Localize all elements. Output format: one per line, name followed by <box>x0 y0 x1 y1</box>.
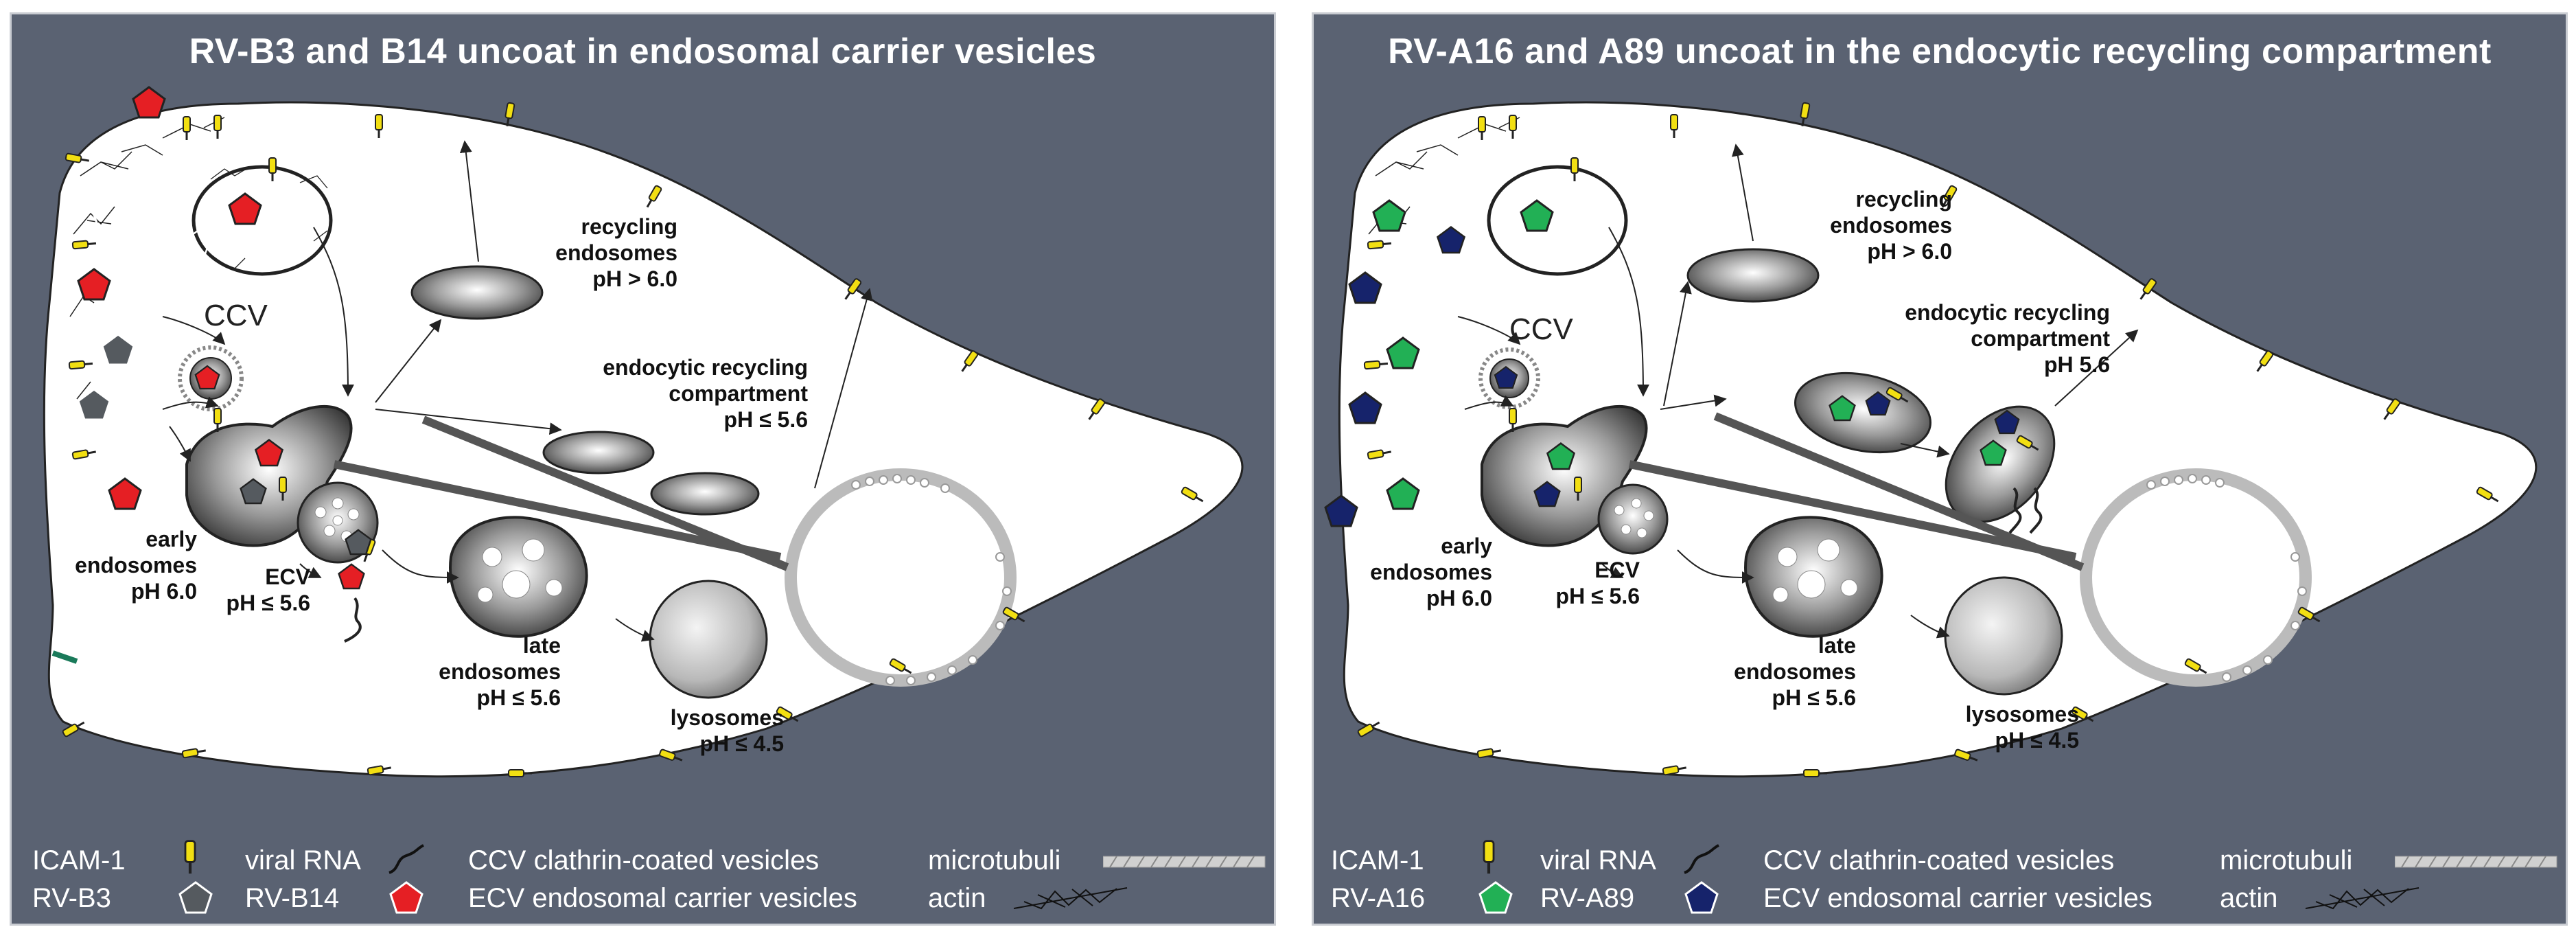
label-ecv: ECV pH ≤ 5.6 <box>1555 558 1640 608</box>
legend-ecv: ECV endosomal carrier vesicles <box>468 883 857 913</box>
label-lysosomes: lysosomes pH ≤ 4.5 <box>1965 702 2079 753</box>
viral-fragment <box>51 650 78 664</box>
legend-viral-rna: viral RNA <box>1540 845 1656 876</box>
label-recycling-endosomes: recycling endosomes pH > 6.0 <box>555 214 677 291</box>
legend-microtubuli: microtubuli <box>928 845 1061 876</box>
endocytic-recycling-compartment-2 <box>650 472 760 516</box>
actin-filaments <box>69 117 225 400</box>
legend-ecv: ECV endosomal carrier vesicles <box>1763 883 2153 913</box>
legend-icam-icon <box>176 837 204 878</box>
label-late-endosomes: late endosomes pH ≤ 5.6 <box>439 633 561 710</box>
legend-rv-a89-icon <box>1684 881 1719 914</box>
cell-diagram <box>1324 101 2538 778</box>
label-ccv: CCV <box>204 299 268 332</box>
lysosome <box>649 580 768 699</box>
endocytic-recycling-compartment-1 <box>542 431 655 474</box>
legend-microtubuli-icon <box>1103 856 1266 868</box>
legend-icam: ICAM-1 <box>1331 845 1424 876</box>
nucleus <box>785 468 1017 687</box>
legend-actin-icon <box>2305 887 2420 910</box>
legend-rv-a16-icon <box>1478 881 1513 914</box>
plasma-membrane-vesicle <box>1487 165 1628 276</box>
recycling-endosome <box>1686 248 1820 303</box>
nucleus <box>2080 468 2312 687</box>
legend-viral-rna: viral RNA <box>245 845 361 876</box>
legend-microtubuli: microtubuli <box>2220 845 2353 876</box>
legend-actin-icon <box>1013 887 1128 910</box>
lysosome <box>1944 576 2063 696</box>
legend-actin: actin <box>2220 883 2278 913</box>
label-early-endosomes: early endosomes pH 6.0 <box>1370 534 1492 610</box>
legend-viral-rna-icon <box>388 844 424 874</box>
legend-virus1: RV-B3 <box>32 883 111 913</box>
cell-diagram <box>43 86 1244 778</box>
viral-rna <box>344 597 362 643</box>
rv-b14-virus <box>132 86 166 119</box>
label-lysosomes: lysosomes pH ≤ 4.5 <box>670 705 784 756</box>
legend-icam-icon <box>1475 837 1502 878</box>
label-late-endosomes: late endosomes pH ≤ 5.6 <box>1734 633 1856 710</box>
panel-title: RV-A16 and A89 uncoat in the endocytic r… <box>1388 32 2492 71</box>
legend-virus1: RV-A16 <box>1331 883 1426 913</box>
legend-ccv: CCV clathrin-coated vesicles <box>468 845 820 876</box>
legend-virus2: RV-A89 <box>1540 883 1635 913</box>
microtubules <box>333 415 789 571</box>
microtubules <box>1628 412 2085 571</box>
panel-rv-a16-a89: RV-A16 and A89 uncoat in the endocytic r… <box>1312 12 2568 926</box>
label-early-endosomes: early endosomes pH 6.0 <box>75 527 197 604</box>
label-erc: endocytic recycling compartment pH 5.6 <box>1905 300 2110 377</box>
legend-actin: actin <box>928 883 986 913</box>
legend-viral-rna-icon <box>1684 844 1719 874</box>
legend-icam: ICAM-1 <box>32 845 126 876</box>
legend-rv-b3-icon <box>178 881 213 914</box>
legend-ccv: CCV clathrin-coated vesicles <box>1763 845 2115 876</box>
plasma-membrane-vesicle <box>192 165 333 276</box>
legend-rv-b14-icon <box>389 881 423 914</box>
legend-virus2: RV-B14 <box>245 883 340 913</box>
label-recycling-endosomes: recycling endosomes pH > 6.0 <box>1830 187 1952 264</box>
label-ccv: CCV <box>1509 312 1573 346</box>
endosomal-carrier-vesicle <box>1597 483 1669 555</box>
label-erc: endocytic recycling compartment pH ≤ 5.6 <box>603 355 808 432</box>
panel-title: RV-B3 and B14 uncoat in endosomal carrie… <box>189 32 1097 71</box>
recycling-endosome <box>410 265 544 320</box>
legend-microtubuli-icon <box>2395 856 2557 868</box>
label-ecv: ECV pH ≤ 5.6 <box>226 564 310 615</box>
panel-rv-b3-b14: RV-B3 and B14 uncoat in endosomal carrie… <box>10 12 1276 926</box>
viral-rna <box>2008 487 2043 534</box>
